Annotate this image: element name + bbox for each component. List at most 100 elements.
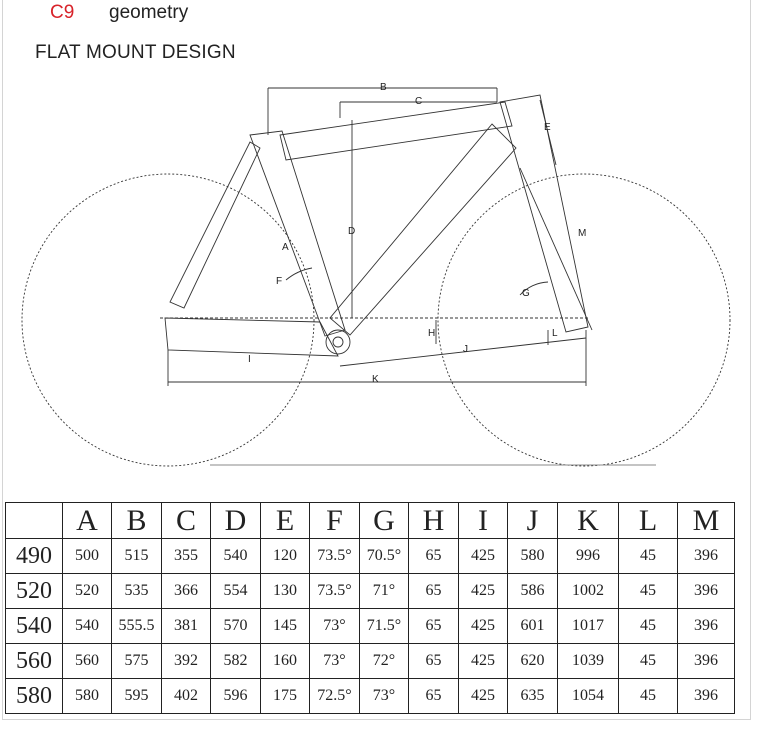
- table-cell: 1002: [557, 573, 619, 609]
- header-cell: L: [618, 502, 678, 539]
- table-cell: 1039: [557, 643, 619, 679]
- table-cell: 145: [260, 608, 310, 644]
- page-frame: [2, 0, 751, 720]
- header-cell: K: [557, 502, 619, 539]
- table-row: 490 500 515 355 540 120 73.5° 70.5° 65 4…: [5, 538, 735, 574]
- table-cell: 65: [408, 608, 459, 644]
- header-cell: F: [309, 502, 360, 539]
- table-cell: 570: [210, 608, 261, 644]
- table-cell: 635: [507, 678, 558, 714]
- table-cell: 73°: [309, 643, 360, 679]
- bottom-bracket: [325, 329, 351, 355]
- header-cell: [5, 502, 63, 539]
- geometry-table: A B C D E F G H I J K L M 490 500 515 35…: [5, 502, 735, 714]
- label-h: H: [428, 328, 435, 339]
- table-cell: 396: [677, 678, 735, 714]
- header-cell: H: [408, 502, 459, 539]
- seat-stay: [169, 141, 261, 309]
- size-cell: 490: [5, 538, 63, 574]
- table-cell: 560: [62, 643, 112, 679]
- table-cell: 65: [408, 678, 459, 714]
- top-tube: [279, 101, 513, 161]
- header-cell: C: [161, 502, 211, 539]
- table-cell: 575: [111, 643, 162, 679]
- table-cell: 500: [62, 538, 112, 574]
- label-d: D: [348, 226, 355, 237]
- table-cell: 65: [408, 573, 459, 609]
- table-cell: 120: [260, 538, 310, 574]
- table-cell: 366: [161, 573, 211, 609]
- table-cell: 996: [557, 538, 619, 574]
- table-cell: 130: [260, 573, 310, 609]
- table-cell: 45: [618, 573, 678, 609]
- table-cell: 355: [161, 538, 211, 574]
- page-title: geometry: [109, 2, 189, 23]
- label-k: K: [372, 374, 379, 385]
- header-cell: B: [111, 502, 162, 539]
- model-name: C9: [50, 2, 75, 23]
- chain-stay: [164, 317, 339, 357]
- table-cell: 595: [111, 678, 162, 714]
- dimension-labels: B C E D A F M G H L I J K: [248, 82, 586, 385]
- label-b: B: [380, 82, 387, 93]
- table-cell: 554: [210, 573, 261, 609]
- size-cell: 520: [5, 573, 63, 609]
- table-cell: 45: [618, 678, 678, 714]
- table-cell: 515: [111, 538, 162, 574]
- table-cell: 175: [260, 678, 310, 714]
- rear-wheel: [21, 173, 315, 467]
- table-cell: 71.5°: [359, 608, 409, 644]
- table-cell: 540: [210, 538, 261, 574]
- table-cell: 73.5°: [309, 538, 360, 574]
- label-m: M: [578, 228, 586, 239]
- table-cell: 620: [507, 643, 558, 679]
- table-cell: 65: [408, 538, 459, 574]
- table-row: 560 560 575 392 582 160 73° 72° 65 425 6…: [5, 643, 735, 679]
- table-cell: 555.5: [111, 608, 162, 644]
- table-cell: 72°: [359, 643, 409, 679]
- table-cell: 425: [458, 608, 508, 644]
- label-l: L: [552, 328, 558, 339]
- subtitle: FLAT MOUNT DESIGN: [35, 42, 236, 63]
- table-cell: 582: [210, 643, 261, 679]
- table-cell: 601: [507, 608, 558, 644]
- front-wheel: [437, 173, 731, 467]
- table-cell: 596: [210, 678, 261, 714]
- seat-tube: [249, 130, 346, 337]
- table-cell: 73°: [359, 678, 409, 714]
- label-a: A: [282, 242, 289, 253]
- frame-geometry-diagram: B C E D A F M G H L I J K: [21, 82, 731, 467]
- table-cell: 396: [677, 608, 735, 644]
- table-cell: 580: [507, 538, 558, 574]
- table-cell: 381: [161, 608, 211, 644]
- table-cell: 402: [161, 678, 211, 714]
- header-cell: I: [458, 502, 508, 539]
- label-i: I: [248, 354, 251, 365]
- table-cell: 396: [677, 538, 735, 574]
- table-cell: 540: [62, 608, 112, 644]
- label-c: C: [415, 96, 422, 107]
- table-cell: 70.5°: [359, 538, 409, 574]
- table-cell: 73°: [309, 608, 360, 644]
- table-cell: 160: [260, 643, 310, 679]
- header-cell: J: [507, 502, 558, 539]
- table-cell: 45: [618, 643, 678, 679]
- header-cell: M: [677, 502, 735, 539]
- label-e: E: [544, 122, 551, 133]
- table-cell: 392: [161, 643, 211, 679]
- label-g: G: [522, 288, 530, 299]
- table-cell: 1017: [557, 608, 619, 644]
- table-cell: 396: [677, 643, 735, 679]
- table-cell: 580: [62, 678, 112, 714]
- table-cell: 535: [111, 573, 162, 609]
- label-f: F: [276, 276, 282, 287]
- table-cell: 425: [458, 643, 508, 679]
- header-cell: D: [210, 502, 261, 539]
- table-cell: 72.5°: [309, 678, 360, 714]
- table-cell: 65: [408, 643, 459, 679]
- table-cell: 45: [618, 608, 678, 644]
- table-cell: 396: [677, 573, 735, 609]
- size-cell: 580: [5, 678, 63, 714]
- table-cell: 1054: [557, 678, 619, 714]
- header-cell: G: [359, 502, 409, 539]
